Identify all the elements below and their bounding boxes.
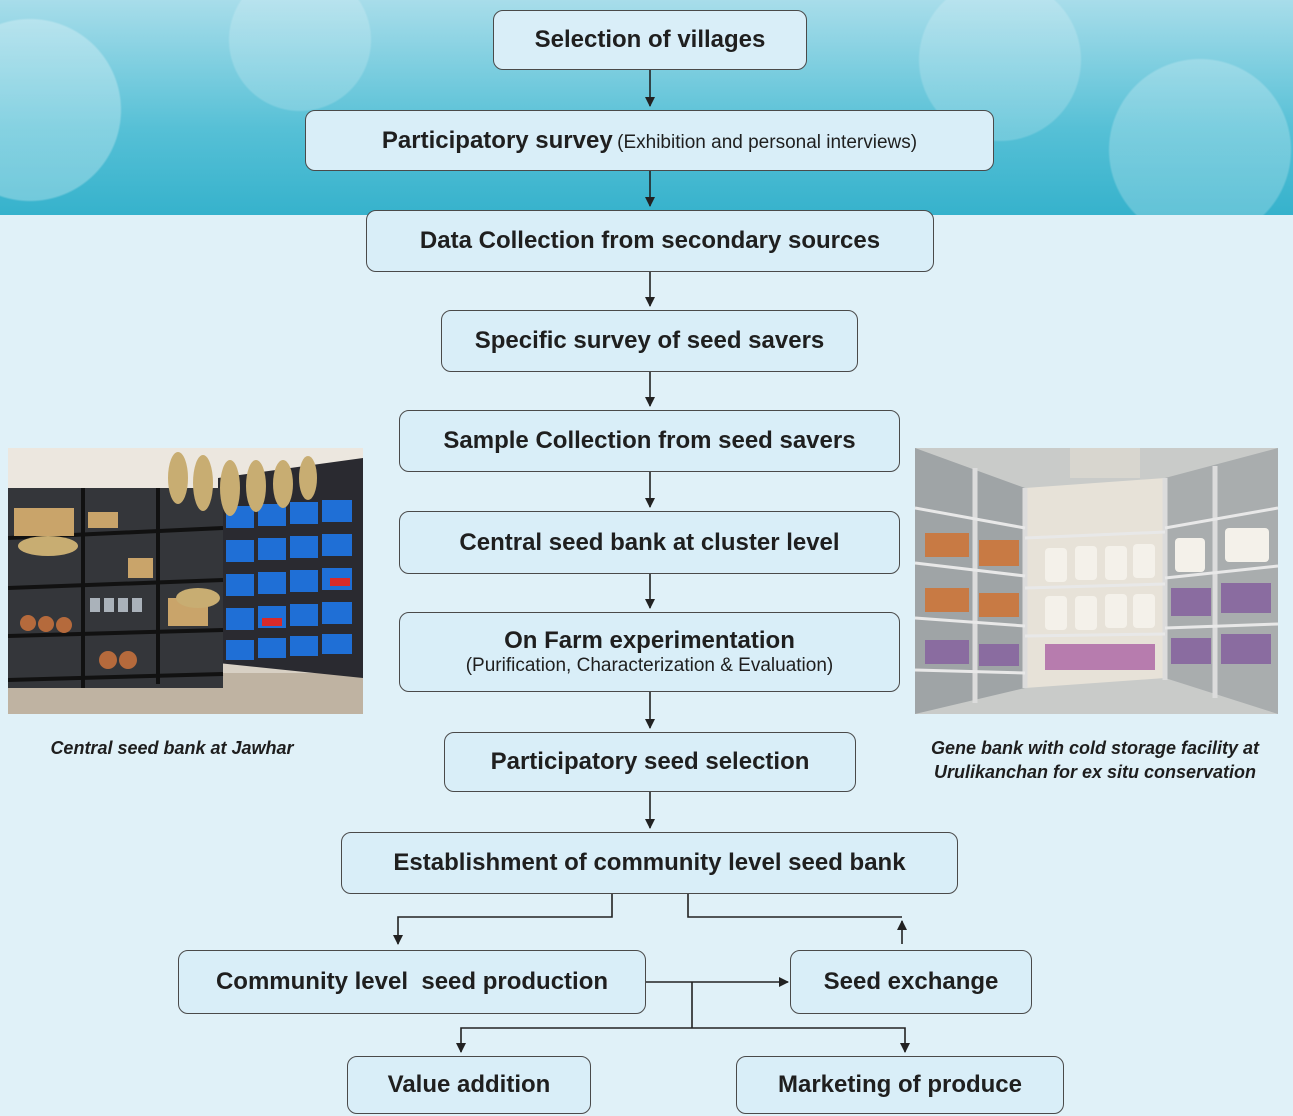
node-label: Community level seed production [215,968,609,995]
node-label: Specific survey of seed savers [474,327,825,354]
node-label: Seed exchange [823,968,999,995]
cold-storage-shelves-image [915,448,1278,714]
arrow-from-exchange [687,894,902,918]
node-on-farm-experimentation: On Farm experimentation (Purification, C… [399,612,900,692]
node-label: Marketing of produce [777,1071,1023,1098]
node-marketing: Marketing of produce [736,1056,1064,1114]
gene-bank-photo [915,448,1278,714]
right-photo-caption: Gene bank with cold storage facility at … [930,738,1260,782]
node-label: Value addition [387,1071,551,1098]
node-value-addition: Value addition [347,1056,591,1114]
node-participatory-seed-selection: Participatory seed selection [444,732,856,792]
left-photo-caption: Central seed bank at Jawhar [50,738,294,758]
node-label: Participatory survey [381,126,613,154]
node-central-seed-bank: Central seed bank at cluster level [399,511,900,574]
node-seed-exchange: Seed exchange [790,950,1032,1014]
node-selection-of-villages: Selection of villages [493,10,807,70]
node-note: (Exhibition and personal interviews) [617,131,918,153]
node-label: Data Collection from secondary sources [419,227,881,254]
node-participatory-survey: Participatory survey (Exhibition and per… [305,110,994,171]
node-specific-survey: Specific survey of seed savers [441,310,858,372]
arrow-to-value-addition [456,1027,692,1053]
node-establishment: Establishment of community level seed ba… [341,832,958,894]
arrow-to-marketing [692,1027,910,1053]
node-label: On Farm experimentation [504,627,795,654]
node-label: Selection of villages [534,26,766,53]
arrow-to-production [393,894,613,945]
node-label: Sample Collection from seed savers [443,427,856,454]
node-note: (Purification, Characterization & Evalua… [465,655,834,676]
node-label: Central seed bank at cluster level [459,528,840,556]
central-seed-bank-photo [8,448,363,714]
seed-bank-shelves-image [8,448,363,714]
node-label: Participatory seed selection [490,748,810,775]
node-label: Establishment of community level seed ba… [393,849,906,876]
node-sample-collection: Sample Collection from seed savers [399,410,900,472]
node-community-seed-production: Community level seed production [178,950,646,1014]
node-data-collection: Data Collection from secondary sources [366,210,934,272]
